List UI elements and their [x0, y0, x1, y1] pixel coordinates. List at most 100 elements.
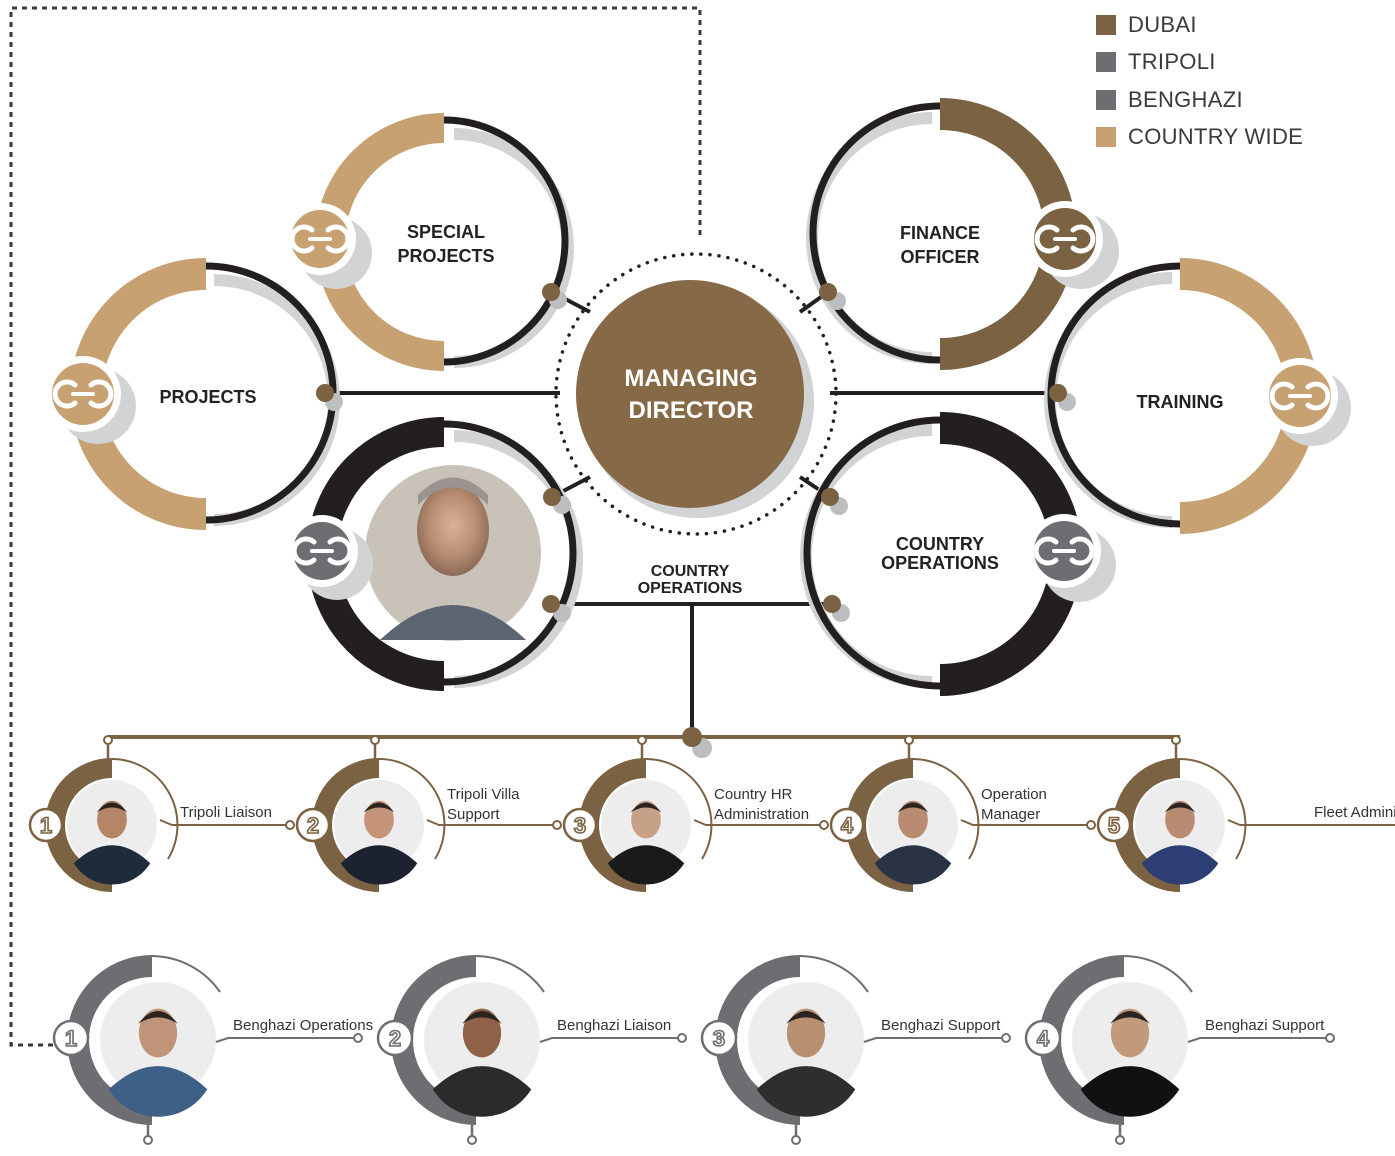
number-badge: [1096, 807, 1132, 843]
member-face: [786, 1008, 826, 1058]
country-operations-right-node[interactable]: COUNTRY OPERATIONS: [800, 412, 1116, 696]
member-hair: [630, 802, 662, 813]
member-shirt: [756, 1066, 856, 1117]
legend-swatch-country-wide: [1096, 127, 1116, 148]
legend-item-country-wide: COUNTRY WIDE: [1096, 119, 1303, 157]
number-badge: [1024, 1019, 1062, 1057]
benghazi-member-4[interactable]: 4 Benghazi Support: [1024, 955, 1335, 1145]
member-hair: [897, 802, 929, 813]
member-shirt: [340, 845, 418, 885]
legend-item-tripoli: TRIPOLI: [1096, 44, 1303, 82]
member-number: 1: [65, 1026, 77, 1051]
benghazi-member-1[interactable]: 1 Benghazi Operations: [52, 955, 373, 1145]
benghazi-member-label: Benghazi Liaison: [557, 1017, 671, 1034]
managing-director-node[interactable]: MANAGING DIRECTOR: [554, 252, 838, 536]
benghazi-team: 1 Benghazi Operations 2 Benghazi Liaison 3 Be…: [52, 955, 1335, 1145]
finance-officer-line1: FINANCE: [900, 223, 980, 243]
tripoli-member-label-line1: Country HR: [714, 786, 793, 803]
tripoli-member-label-line1: Tripoli Villa: [447, 786, 520, 803]
member-hair: [462, 1011, 502, 1024]
member-face: [462, 1008, 502, 1058]
projects-label: PROJECTS: [159, 387, 256, 407]
number-badge: [829, 807, 865, 843]
member-hair: [96, 802, 128, 813]
special-projects-node[interactable]: SPECIAL PROJECTS: [284, 113, 574, 371]
member-face: [1165, 800, 1195, 839]
member-hair: [363, 802, 395, 813]
member-shirt: [1141, 845, 1219, 885]
member-number: 3: [713, 1026, 725, 1051]
tripoli-member-label-line2: Manager: [981, 806, 1040, 823]
member-shirt: [108, 1066, 208, 1117]
tripoli-member-label-line2: Administration: [714, 806, 809, 823]
tripoli-member-label-line1: Operation: [981, 786, 1047, 803]
managing-director-line2: DIRECTOR: [629, 397, 754, 424]
legend-label-dubai: DUBAI: [1128, 11, 1197, 37]
tripoli-member-label-line1: Fleet Administration: [1314, 804, 1395, 821]
member-hair: [786, 1011, 826, 1024]
country-operations-right-line1: COUNTRY: [896, 534, 984, 554]
legend-item-dubai: DUBAI: [1096, 6, 1303, 44]
member-face: [364, 800, 394, 839]
member-face: [898, 800, 928, 839]
training-label: TRAINING: [1137, 392, 1224, 412]
member-hair: [1110, 1011, 1150, 1024]
member-number: 4: [841, 813, 854, 838]
member-number: 2: [389, 1026, 401, 1051]
member-number: 5: [1108, 813, 1120, 838]
legend-item-benghazi: BENGHAZI: [1096, 81, 1303, 119]
benghazi-member-label: Benghazi Support: [881, 1017, 1001, 1034]
member-hair: [138, 1011, 178, 1024]
legend-swatch-benghazi: [1096, 89, 1116, 110]
member-face: [97, 800, 127, 839]
tripoli-member-3[interactable]: 3 Country HR Administration: [562, 735, 829, 892]
country-operations-right-line2: OPERATIONS: [881, 553, 999, 573]
dashed-connector: [9, 6, 702, 1047]
benghazi-member-label: Benghazi Support: [1205, 1017, 1325, 1034]
legend-swatch-tripoli: [1096, 52, 1116, 73]
legend: DUBAI TRIPOLI BENGHAZI COUNTRY WIDE: [1096, 6, 1303, 156]
tripoli-member-5[interactable]: 5 Fleet Administration: [1096, 735, 1395, 892]
member-number: 1: [40, 813, 52, 838]
special-projects-line1: SPECIAL: [407, 222, 485, 242]
training-node[interactable]: TRAINING: [1044, 258, 1351, 534]
member-number: 2: [307, 813, 319, 838]
country-operations-left-line1: COUNTRY: [651, 563, 730, 580]
legend-label-tripoli: TRIPOLI: [1128, 49, 1216, 75]
member-hair: [1164, 802, 1196, 813]
benghazi-member-label: Benghazi Operations: [233, 1017, 373, 1034]
number-badge: [376, 1019, 414, 1057]
member-shirt: [432, 1066, 532, 1117]
finance-officer-node[interactable]: FINANCE OFFICER: [806, 98, 1119, 370]
projects-node[interactable]: PROJECTS: [45, 258, 343, 530]
legend-swatch-dubai: [1096, 14, 1116, 35]
member-number: 3: [574, 813, 586, 838]
member-face: [1110, 1008, 1150, 1058]
member-number: 4: [1037, 1026, 1050, 1051]
country-operations-left-line2: OPERATIONS: [638, 580, 743, 597]
special-projects-line2: PROJECTS: [397, 246, 494, 266]
benghazi-member-3[interactable]: 3 Benghazi Support: [700, 955, 1011, 1145]
tripoli-member-label-line2: Support: [447, 806, 500, 823]
member-shirt: [1080, 1066, 1180, 1117]
number-badge: [52, 1019, 90, 1057]
number-badge: [28, 807, 64, 843]
finance-officer-line2: OFFICER: [901, 247, 980, 267]
managing-director-line1: MANAGING: [624, 365, 757, 392]
benghazi-member-2[interactable]: 2 Benghazi Liaison: [376, 955, 687, 1145]
member-face: [631, 800, 661, 839]
member-shirt: [73, 845, 151, 885]
number-badge: [700, 1019, 738, 1057]
legend-label-country-wide: COUNTRY WIDE: [1128, 124, 1304, 150]
country-operations-left-node[interactable]: COUNTRY OPERATIONS: [286, 417, 743, 691]
member-shirt: [607, 845, 685, 885]
number-badge: [295, 807, 331, 843]
legend-label-benghazi: BENGHAZI: [1128, 86, 1243, 112]
member-shirt: [874, 845, 952, 885]
